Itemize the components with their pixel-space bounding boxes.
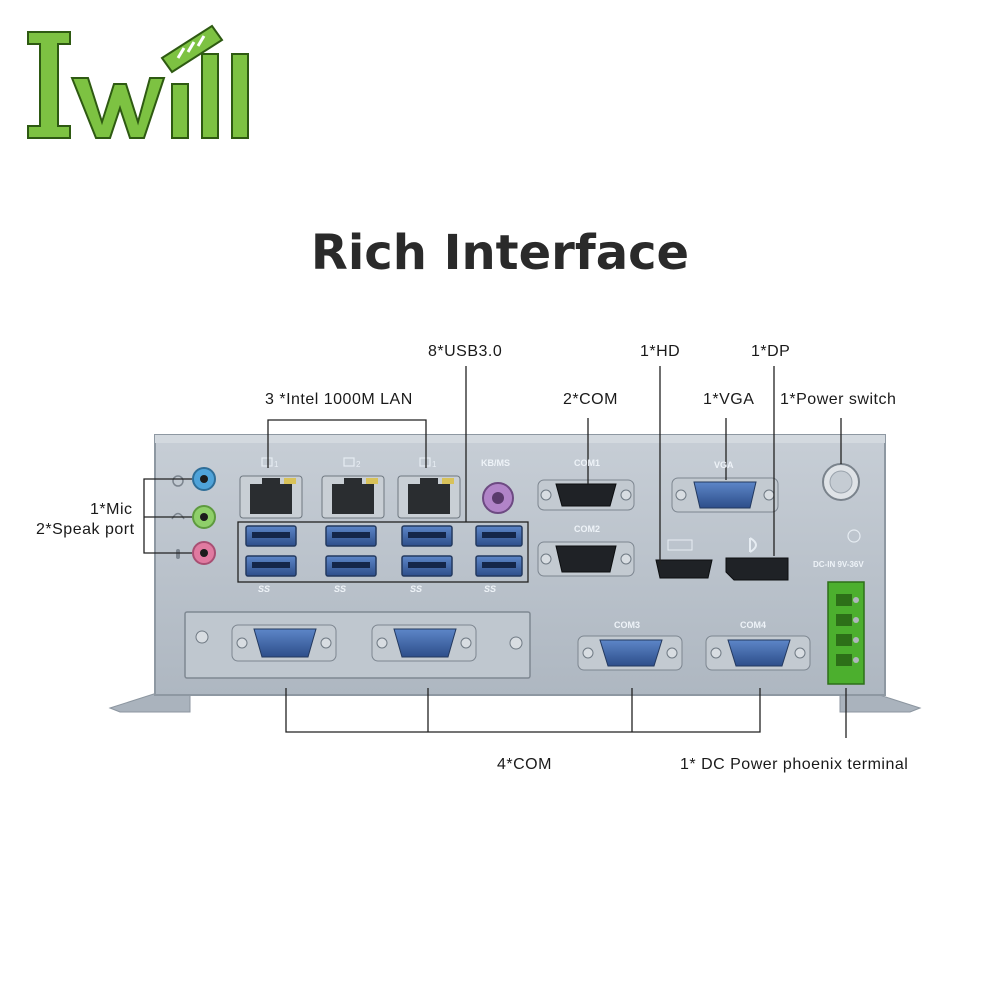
- callout-lines: [143, 366, 847, 738]
- com2-label: COM2: [574, 524, 601, 534]
- db9-black-ports: [537, 479, 635, 577]
- lan-number: 1: [432, 460, 437, 469]
- callout-dp: 1*DP: [751, 343, 791, 360]
- network-icon: [261, 457, 431, 467]
- left-foot: [108, 691, 191, 713]
- audio-wave-icon: [172, 475, 184, 487]
- com1-label: COM1: [574, 458, 601, 468]
- callout-vga: 1*VGA: [703, 391, 755, 408]
- audio-jacks: [171, 467, 216, 565]
- callout-4com: 4*COM: [497, 756, 552, 773]
- lan-number: 2: [356, 460, 361, 469]
- ground-icon: [847, 529, 861, 543]
- callout-hd: 1*HD: [640, 343, 681, 360]
- callout-speak-port: 2*Speak port: [36, 521, 135, 538]
- usb-ss-label: SS: [334, 584, 347, 594]
- iwill-logo: [27, 24, 249, 139]
- hdmi-port: [655, 539, 713, 579]
- dcin-label: DC-IN 9V-36V: [813, 560, 864, 569]
- usb-ss-label: SS: [410, 584, 423, 594]
- phoenix-terminal: [827, 581, 865, 685]
- page-title: Rich Interface: [310, 225, 690, 281]
- mic-icon: [176, 549, 180, 559]
- db9-blue-ports: [231, 624, 811, 671]
- callout-lan: 3 *Intel 1000M LAN: [265, 391, 413, 408]
- com3-label: COM3: [614, 620, 641, 630]
- lan-ports: [239, 457, 461, 519]
- leaf-icon: [160, 24, 224, 74]
- hd-icon: [667, 539, 693, 551]
- displayport-port: [725, 537, 789, 581]
- callout-com: 2*COM: [563, 391, 618, 408]
- callout-mic: 1*Mic: [90, 501, 133, 518]
- callout-dc-power: 1* DC Power phoenix terminal: [680, 756, 909, 773]
- usb-ss-label: SS: [258, 584, 271, 594]
- vga-port: [671, 477, 779, 513]
- vga-label: VGA: [714, 460, 734, 470]
- kbms-label: KB/MS: [481, 458, 510, 468]
- usb-ss-label: SS: [484, 584, 497, 594]
- lan-number: 1: [274, 460, 279, 469]
- com4-label: COM4: [740, 620, 767, 630]
- callout-power-switch: 1*Power switch: [780, 391, 897, 408]
- usb-ports: [245, 525, 523, 577]
- callout-usb: 8*USB3.0: [428, 343, 503, 360]
- dp-icon: [749, 537, 757, 553]
